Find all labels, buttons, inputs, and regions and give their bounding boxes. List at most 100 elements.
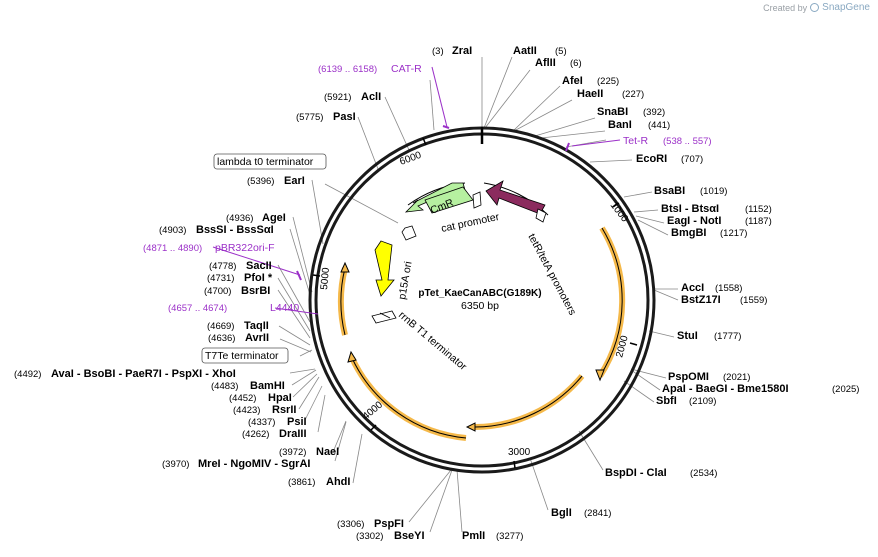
site-haeii-pos: (227) bbox=[622, 89, 644, 100]
site-ecori: EcoRI bbox=[636, 153, 667, 165]
tet-promoter-arrow bbox=[535, 208, 547, 223]
site-psii: PsiI bbox=[287, 416, 307, 428]
site-afei-pos: (225) bbox=[597, 76, 619, 87]
site-pspfi: PspFI bbox=[374, 518, 404, 530]
site-psii-pos: (4337) bbox=[248, 417, 275, 428]
rrnb-terminator-glyph bbox=[371, 310, 397, 324]
orf-arrowheads bbox=[340, 261, 605, 432]
site-acci-pos: (1558) bbox=[715, 283, 742, 294]
site-naei: NaeI bbox=[316, 446, 339, 458]
primer-l4440-leader bbox=[274, 307, 319, 315]
site-sacii: SacII bbox=[246, 260, 272, 272]
primer-pbr-leader bbox=[212, 246, 301, 276]
primer-pbr: pBR322ori-F bbox=[215, 242, 275, 254]
tick-3000: 3000 bbox=[508, 447, 531, 458]
site-bspdi-pos: (2534) bbox=[690, 468, 717, 479]
primer-tet-r-arrow bbox=[565, 142, 570, 152]
site-bgli-pos: (2841) bbox=[584, 508, 611, 519]
site-aatii-pos: (5) bbox=[555, 46, 567, 57]
site-snabi-pos: (392) bbox=[643, 107, 665, 118]
site-stui-pos: (1777) bbox=[714, 331, 741, 342]
orf-arcs bbox=[338, 226, 626, 441]
site-bseyi: BseYI bbox=[394, 530, 425, 542]
cat-promoter-label: cat promoter bbox=[440, 211, 501, 235]
tetr-arrow bbox=[485, 180, 546, 215]
p15a-ori-arrow bbox=[374, 240, 395, 297]
primer-tet-r: Tet-R bbox=[623, 135, 649, 147]
rrnb-label: rrnB T1 terminator bbox=[396, 309, 469, 373]
site-apai: ApaI - BaeGI - Bme1580I bbox=[662, 383, 789, 395]
site-bmgbi-pos: (1217) bbox=[720, 228, 747, 239]
site-acci: AccI bbox=[681, 282, 704, 294]
site-bstz17i: BstZ17I bbox=[681, 294, 721, 306]
primer-cat-r-leader bbox=[431, 66, 448, 128]
site-pasi-pos: (5775) bbox=[296, 112, 323, 123]
site-bsabi-pos: (1019) bbox=[700, 186, 727, 197]
site-snabi: SnaBI bbox=[597, 106, 628, 118]
lambda-arrow bbox=[401, 225, 417, 241]
lambda-box bbox=[213, 153, 327, 170]
plasmid-name: pTet_KaeCanABC(G189K) bbox=[418, 288, 541, 299]
site-afei: AfeI bbox=[562, 75, 583, 87]
site-pspfi-pos: (3306) bbox=[337, 519, 364, 530]
site-eari-pos: (5396) bbox=[247, 176, 274, 187]
site-sacii-pos: (4778) bbox=[209, 261, 236, 272]
site-pfoi-pos: (4731) bbox=[207, 273, 234, 284]
site-eagi: EagI - NotI bbox=[667, 215, 721, 227]
primer-tet-r-leader bbox=[571, 139, 621, 147]
site-ecori-pos: (707) bbox=[681, 154, 703, 165]
tetr-thin-arc bbox=[483, 182, 549, 216]
t7te-box bbox=[201, 347, 289, 364]
primer-tet-r-range: (538 .. 557) bbox=[663, 136, 712, 147]
site-draiii-pos: (4262) bbox=[242, 429, 269, 440]
site-btsi-pos: (1152) bbox=[745, 204, 772, 215]
site-eari: EarI bbox=[284, 175, 305, 187]
p15a-ori-label: p15A ori bbox=[396, 260, 415, 300]
site-sbfi: SbfI bbox=[656, 395, 677, 407]
site-avai: AvaI - BsoBI - PaeR7I - PspXI - XhoI bbox=[51, 368, 236, 380]
site-acli: AclI bbox=[361, 91, 381, 103]
site-pspomi-pos: (2021) bbox=[723, 372, 750, 383]
site-bmgbi: BmgBI bbox=[671, 227, 706, 239]
primer-pbr-range: (4871 .. 4890) bbox=[143, 243, 202, 254]
tick-6000: 6000 bbox=[398, 150, 423, 168]
site-sbfi-pos: (2109) bbox=[689, 396, 716, 407]
site-taqii-pos: (4669) bbox=[207, 321, 234, 332]
site-avrii-pos: (4636) bbox=[208, 333, 235, 344]
site-btsi: BtsI - BtsαI bbox=[661, 203, 719, 215]
site-zrai-pos: (3) bbox=[432, 46, 444, 57]
site-bspdi: BspDI - ClaI bbox=[605, 467, 667, 479]
site-agei-pos: (4936) bbox=[226, 213, 253, 224]
site-agei: AgeI bbox=[262, 212, 286, 224]
site-bamhi-pos: (4483) bbox=[211, 381, 238, 392]
tick-5000: 5000 bbox=[319, 267, 332, 291]
t7te-label: T7Te terminator bbox=[205, 350, 279, 362]
primer-cat-r-arrow bbox=[442, 125, 450, 129]
site-pspomi: PspOMI bbox=[668, 371, 709, 383]
site-eagi-pos: (1187) bbox=[745, 216, 772, 227]
site-aatii: AatII bbox=[513, 45, 537, 57]
primer-l4440: L4440 bbox=[270, 302, 299, 314]
plasmid-length: 6350 bp bbox=[461, 300, 499, 312]
site-bsssi-pos: (4903) bbox=[159, 225, 186, 236]
site-bani: BanI bbox=[608, 119, 632, 131]
site-taqii: TaqII bbox=[244, 320, 269, 332]
leader-lines bbox=[277, 56, 679, 533]
primer-cat-r-range: (6139 .. 6158) bbox=[318, 64, 377, 75]
site-bani-pos: (441) bbox=[648, 120, 670, 131]
site-rsrii-pos: (4423) bbox=[233, 405, 260, 416]
primer-pbr-arrow bbox=[296, 270, 302, 281]
cat-promoter-arrow bbox=[472, 191, 482, 209]
lambda-label: lambda t0 terminator bbox=[217, 156, 314, 168]
site-apai-pos: (2025) bbox=[832, 384, 859, 395]
site-ahdi-pos: (3861) bbox=[288, 477, 315, 488]
site-pasi: PasI bbox=[333, 111, 356, 123]
site-acli-pos: (5921) bbox=[324, 92, 351, 103]
site-bsabi: BsaBI bbox=[654, 185, 685, 197]
site-stui: StuI bbox=[677, 330, 698, 342]
site-bstz17i-pos: (1559) bbox=[740, 295, 767, 306]
site-pfoi: PfoI * bbox=[244, 272, 273, 284]
site-bamhi: BamHI bbox=[250, 380, 285, 392]
